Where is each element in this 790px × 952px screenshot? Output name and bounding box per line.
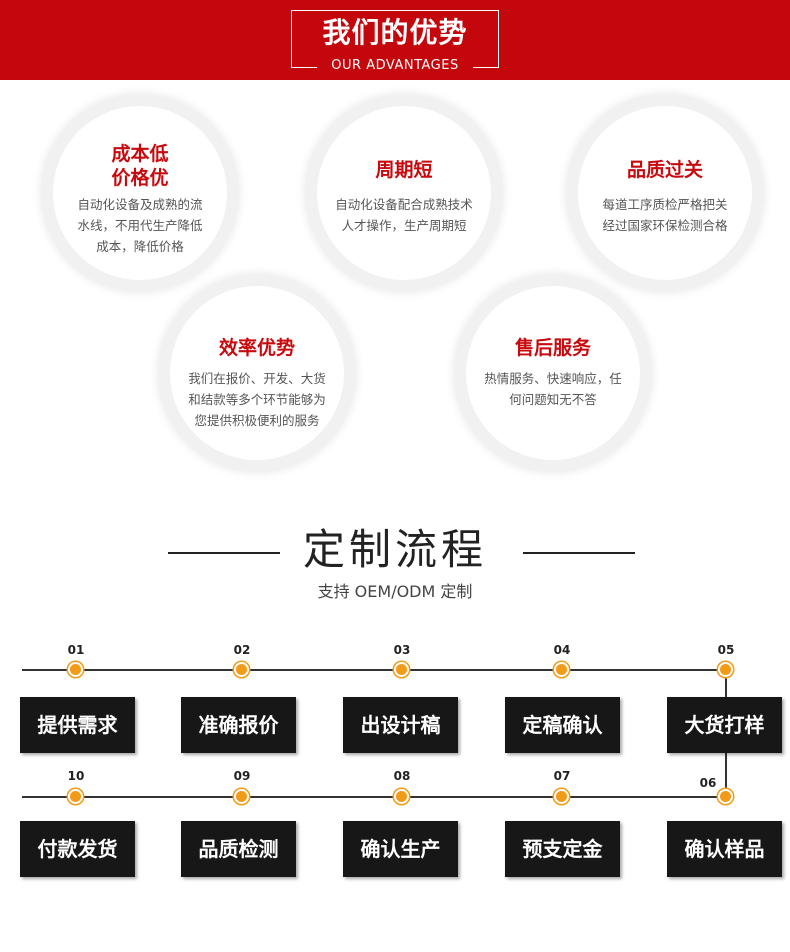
step-box: 预支定金 — [505, 821, 620, 877]
step-dot — [68, 662, 83, 677]
advantage-title: 价格优 — [111, 167, 169, 189]
step-number: 10 — [67, 769, 85, 783]
step-box: 品质检测 — [181, 821, 296, 877]
step-box: 准确报价 — [181, 697, 296, 753]
step-number: 03 — [393, 643, 411, 657]
divider-right — [523, 552, 635, 554]
divider-left — [168, 552, 280, 554]
advantage-circle-efficiency: 效率优势 我们在报价、开发、大货 和结款等多个环节能够为 您提供积极便利的服务 — [158, 274, 356, 472]
advantage-circle-quality: 品质过关 每道工序质检严格把关 经过国家环保检测合格 — [566, 94, 764, 292]
step-number: 02 — [233, 643, 251, 657]
advantage-title: 效率优势 — [218, 337, 295, 359]
step-box: 定稿确认 — [505, 697, 620, 753]
advantage-title: 品质过关 — [626, 159, 703, 181]
advantage-desc: 自动化设备配合成熟技术 人才操作，生产周期短 — [335, 197, 473, 233]
step-dot — [554, 789, 569, 804]
process-subtitle: 支持 OEM/ODM 定制 — [317, 582, 473, 601]
advantage-desc: 自动化设备及成熟的流 水线，不用代生产降低 成本，降低价格 — [77, 197, 203, 254]
step-dot — [394, 789, 409, 804]
step-number: 06 — [699, 776, 717, 790]
step-number: 09 — [233, 769, 251, 783]
advantage-circle-cost: 成本低 价格优 自动化设备及成熟的流 水线，不用代生产降低 成本，降低价格 — [41, 94, 239, 292]
step-dot — [68, 789, 83, 804]
step-box: 提供需求 — [20, 697, 135, 753]
step-dot — [554, 662, 569, 677]
advantage-title: 成本低 — [111, 143, 169, 165]
advantage-circle-aftersales: 售后服务 热情服务、快速响应，任 何问题知无不答 — [454, 274, 652, 472]
step-dot — [234, 789, 249, 804]
step-dot — [394, 662, 409, 677]
step-box: 确认生产 — [343, 821, 458, 877]
step-number: 08 — [393, 769, 411, 783]
step-number: 07 — [553, 769, 571, 783]
step-number: 05 — [717, 643, 735, 657]
process-title: 定制流程 — [302, 525, 487, 574]
step-box: 确认样品 — [667, 821, 782, 877]
advantage-title: 售后服务 — [514, 337, 591, 359]
step-dot — [718, 662, 733, 677]
step-number: 01 — [67, 643, 85, 657]
step-number: 04 — [553, 643, 571, 657]
section-subtitle: OUR ADVANTAGES — [331, 58, 459, 73]
advantage-title: 周期短 — [375, 159, 433, 181]
timeline-row1 — [22, 669, 727, 671]
advantage-desc: 每道工序质检严格把关 经过国家环保检测合格 — [602, 197, 728, 233]
advantage-circle-cycle: 周期短 自动化设备配合成熟技术 人才操作，生产周期短 — [305, 94, 503, 292]
section-title: 我们的优势 — [322, 16, 468, 49]
step-box: 付款发货 — [20, 821, 135, 877]
advantage-desc: 我们在报价、开发、大货 和结款等多个环节能够为 您提供积极便利的服务 — [188, 371, 326, 428]
step-dot — [718, 789, 733, 804]
step-dot — [234, 662, 249, 677]
step-box: 大货打样 — [667, 697, 782, 753]
advantage-desc: 热情服务、快速响应，任 何问题知无不答 — [484, 371, 622, 407]
timeline-row2 — [22, 796, 727, 798]
step-box: 出设计稿 — [343, 697, 458, 753]
